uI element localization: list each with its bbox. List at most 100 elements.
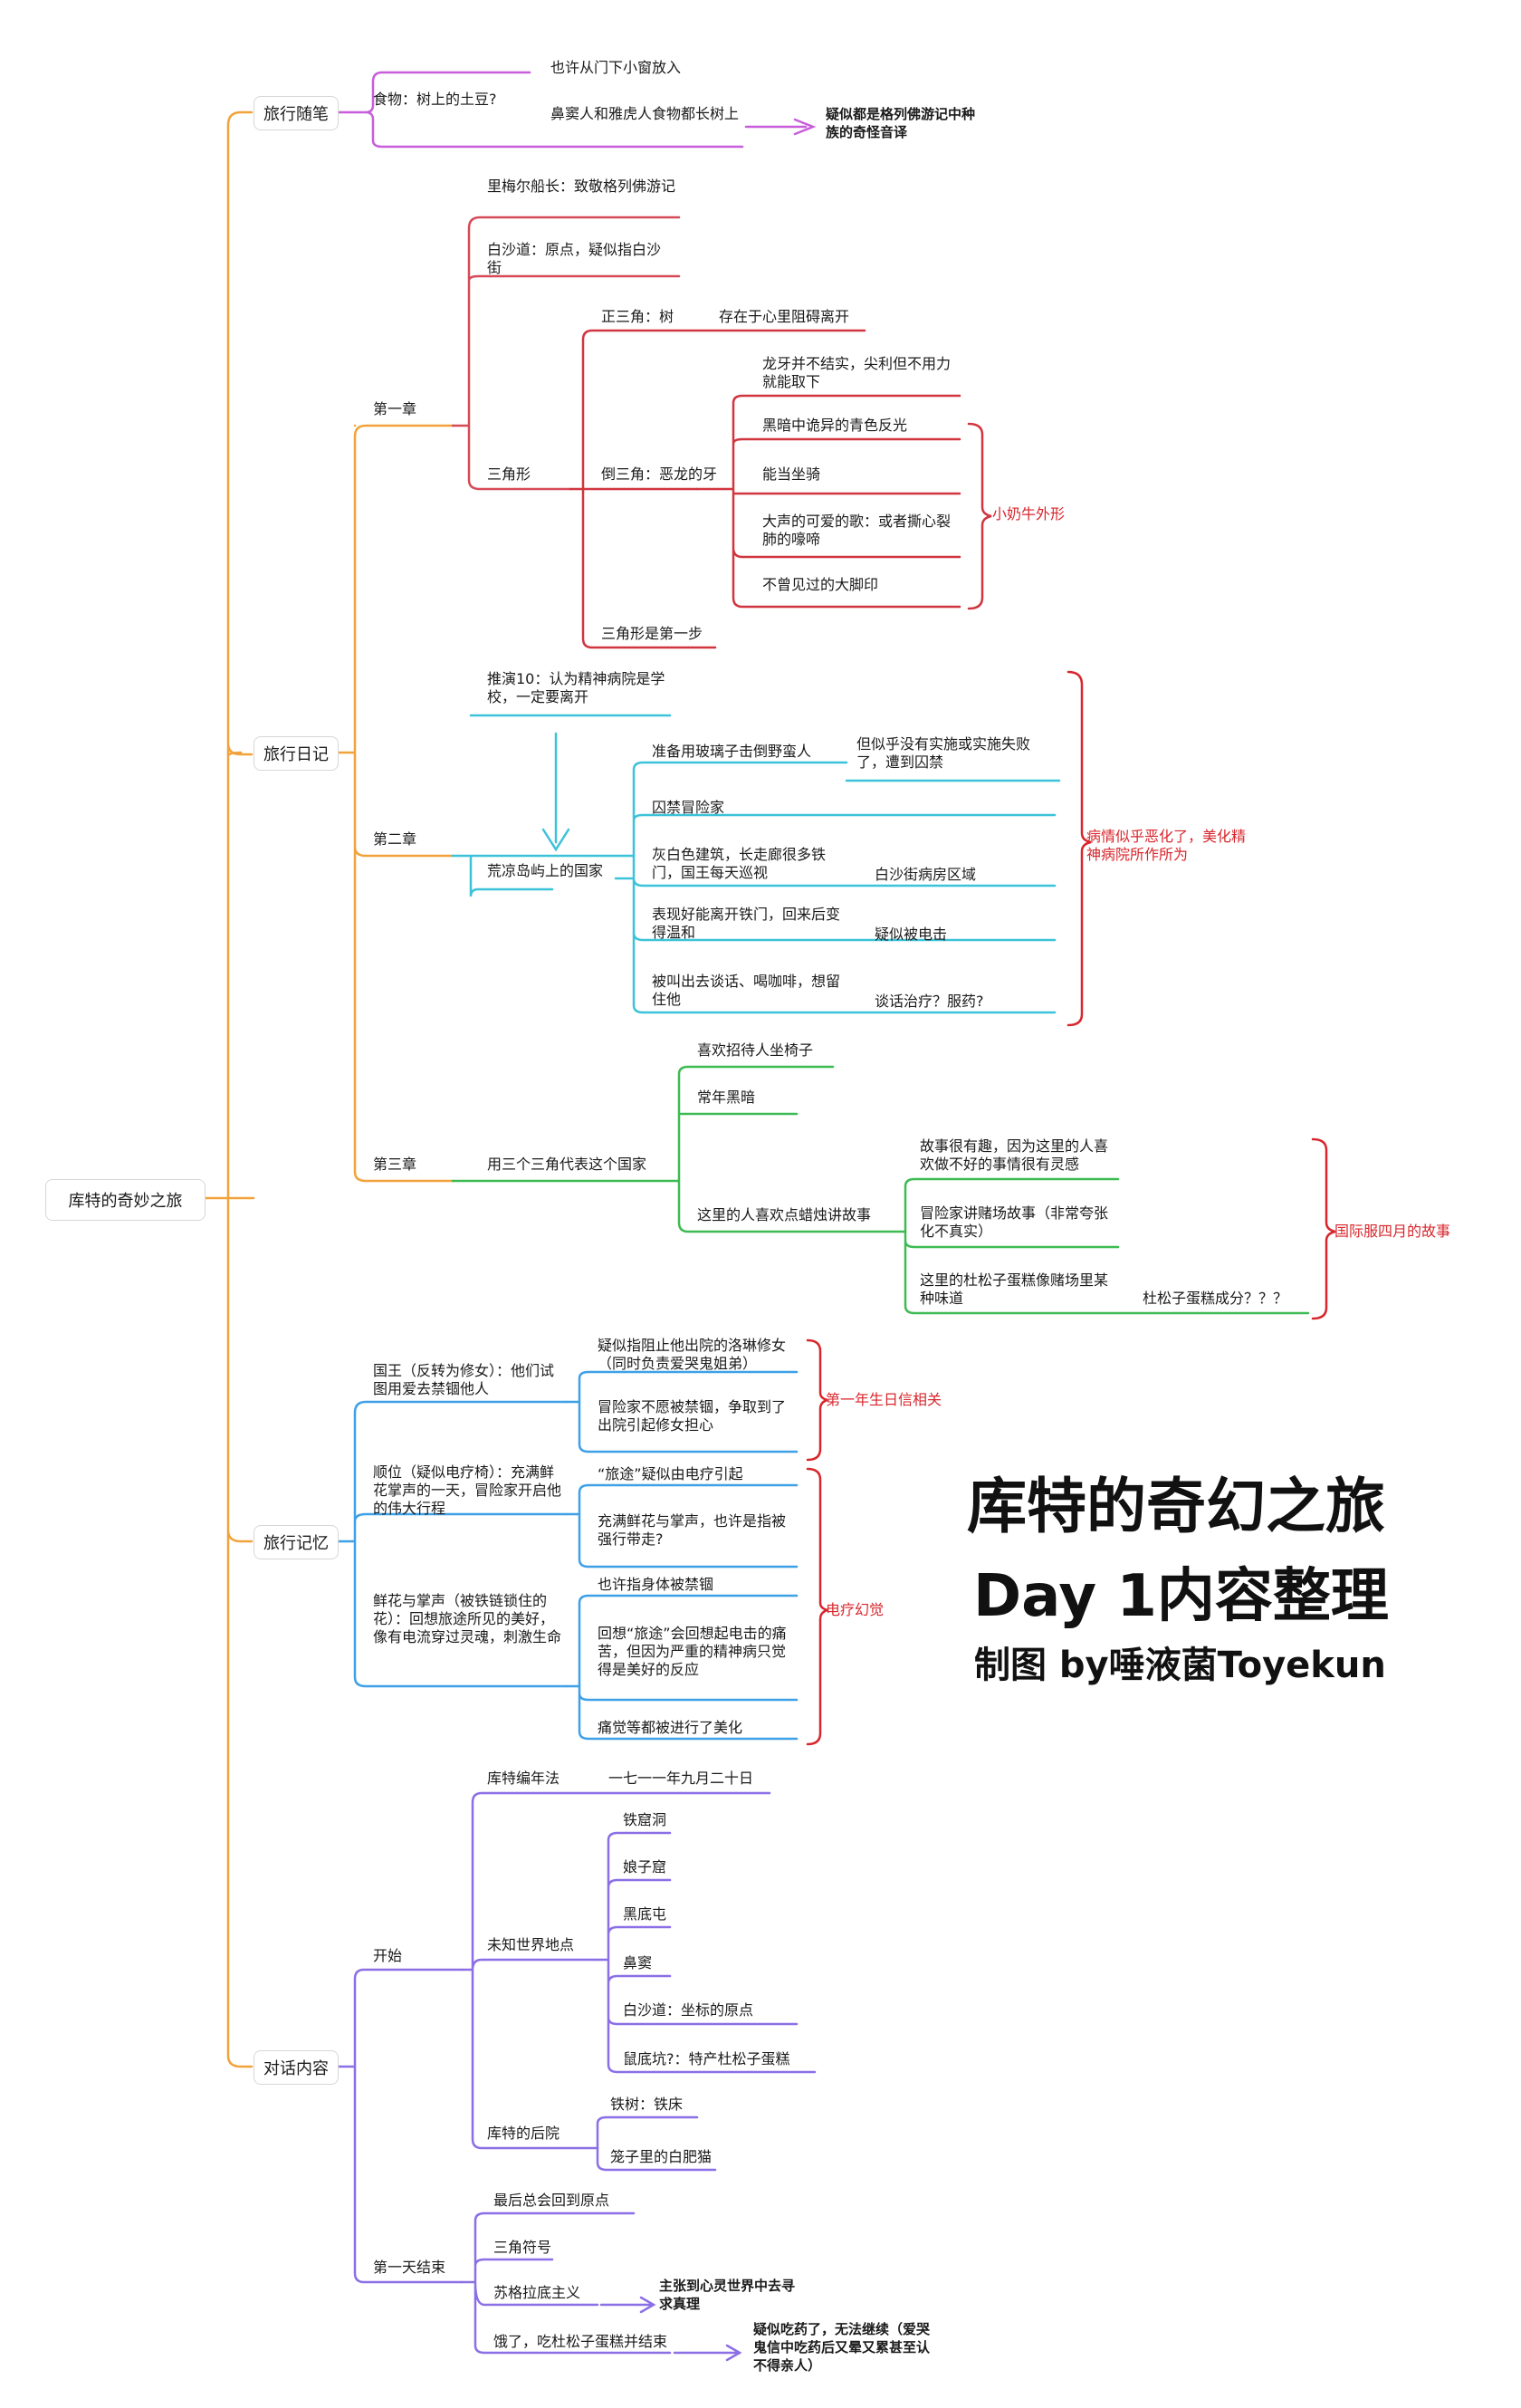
ch2-i1: 准备用玻璃子击倒野蛮人 — [652, 743, 812, 760]
b1-f1: 也许从门下小窗放入 — [550, 59, 682, 76]
ch1-n2: 黑暗中诡异的青色反光 — [762, 417, 908, 434]
b3-links — [335, 1400, 568, 1688]
ch2-note: 病情似乎恶化了，美化精神病院所作所为 — [1086, 828, 1247, 863]
b3-k: 国王（反转为修女）：他们试图用爱去禁锢他人 — [373, 1362, 555, 1397]
end-links — [460, 2211, 672, 2355]
ch3-s2: 冒险家讲赌场故事（非常夸张化不真实） — [920, 1204, 1109, 1240]
neg-links — [695, 394, 961, 609]
ch3-story — [904, 1177, 1310, 1315]
b4-e4n: 疑似吃药了，无法继续（爱哭鬼信中吃药后又晕又累甚至认不得亲人） — [753, 2321, 931, 2374]
start-links — [460, 1791, 771, 2150]
b2-links — [335, 424, 454, 1183]
b3-brace2 — [806, 1467, 828, 1746]
b4-e2: 三角符号 — [493, 2239, 552, 2256]
deduce-arrow — [541, 828, 570, 852]
ch1-links — [451, 216, 681, 491]
ch2-i2: 囚禁冒险家 — [652, 799, 725, 816]
ch2-i4: 表现好能离开铁门，回来后变得温和 — [652, 906, 841, 941]
b3-o1: “旅途”疑似由电疗引起 — [598, 1465, 743, 1482]
ch3-c1: 喜欢招待人坐椅子 — [697, 1041, 814, 1059]
ch3-links — [451, 1065, 907, 1233]
root-node[interactable]: 库特的奇妙之旅 — [45, 1179, 206, 1221]
title-line-3: 制图 by唾液菌Toyekun — [974, 1645, 1386, 1686]
b3-sub — [564, 1370, 799, 1741]
b3-k-note: 第一年生日信相关 — [826, 1391, 942, 1408]
ch3-c2: 常年黑暗 — [697, 1089, 756, 1106]
island-links — [614, 761, 1061, 1014]
b4-y2: 笼子里的白肥猫 — [610, 2148, 713, 2165]
ch2-island: 荒凉岛屿上的国家 — [487, 862, 604, 879]
ch2-deduce: 推演10：认为精神病院是学校，一定要离开 — [487, 670, 665, 705]
tri-links — [569, 329, 866, 649]
ch1-n4: 大声的可爱的歌：或者撕心裂肺的嚎啼 — [762, 513, 952, 548]
ch2-label: 第二章 — [373, 830, 417, 848]
b1-note: 疑似都是格列佛游记中种族的奇怪音译 — [826, 106, 976, 140]
b4-e3n: 主张到心灵世界中去寻求真理 — [659, 2278, 796, 2312]
b3-k2: 冒险家不愿被禁锢，争取到了出院引起修女担心 — [598, 1398, 787, 1434]
ch2-i3: 灰白色建筑，长走廊很多铁门，国王每天巡视 — [652, 846, 827, 881]
ch1-cow-note: 小奶牛外形 — [992, 505, 1066, 523]
ch1-tri: 三角形 — [487, 465, 531, 483]
b4-u6: 鼠底坑?：特产杜松子蛋糕 — [623, 2050, 790, 2067]
ch3-brace — [1311, 1137, 1336, 1320]
ch3-s3: 这里的杜松子蛋糕像赌场里某种味道 — [920, 1271, 1109, 1307]
ch1-b: 白沙道：原点，疑似指白沙街 — [487, 241, 662, 276]
unk-links — [596, 1831, 817, 2074]
b4-cal-v: 一七一一年九月二十日 — [608, 1770, 754, 1787]
b4-yard: 库特的后院 — [487, 2125, 560, 2142]
ch1-a: 里梅尔船长：致敬格列佛游记 — [487, 177, 676, 195]
ch1-neg: 倒三角：恶龙的牙 — [601, 465, 718, 483]
b3-f3: 痛觉等都被进行了美化 — [598, 1719, 743, 1736]
b3-brace1 — [806, 1338, 828, 1462]
b3-f1: 也许指身体被禁锢 — [598, 1576, 714, 1593]
ch3-s3n: 杜松子蛋糕成分？？？ — [1143, 1290, 1288, 1307]
branch-travel-diary[interactable]: 旅行日记 — [254, 736, 339, 771]
ch2-i5: 被叫出去谈话、喝咖啡，想留住他 — [652, 973, 841, 1008]
b3-note: 电疗幻觉 — [826, 1601, 885, 1618]
b4-links — [335, 1968, 464, 2284]
ch2-i3n: 白沙街病房区域 — [875, 866, 977, 883]
trunk-line — [226, 110, 255, 2068]
b4-cal: 库特编年法 — [487, 1770, 560, 1787]
b4-u3: 黑底屯 — [623, 1905, 667, 1923]
b1-arrow — [793, 118, 817, 136]
ch3-s1: 故事很有趣，因为这里的人喜欢做不好的事情很有灵感 — [920, 1137, 1109, 1173]
deduce-line — [469, 714, 672, 844]
b4-u1: 铁窟洞 — [623, 1811, 667, 1828]
ch1-step: 三角形是第一步 — [601, 625, 703, 642]
ch3-c3: 这里的人喜欢点蜡烛讲故事 — [697, 1206, 872, 1223]
ch1-pos-note: 存在于心里阻碍离开 — [719, 308, 850, 325]
ch2-links — [451, 854, 636, 897]
b4-start: 开始 — [373, 1947, 403, 1964]
ch2-i5n: 谈话治疗？服药? — [875, 993, 984, 1010]
e3-arrow — [599, 2296, 742, 2362]
ch3-main: 用三个三角代表这个国家 — [487, 1156, 647, 1173]
b4-e1: 最后总会回到原点 — [493, 2192, 610, 2209]
b1-food: 食物：树上的土豆? — [373, 91, 497, 108]
b3-o2: 充满鲜花与掌声，也许是指被强行带走? — [598, 1512, 787, 1548]
ch1-label: 第一章 — [373, 400, 417, 417]
ch1-pos: 正三角：树 — [601, 308, 674, 325]
b4-unk: 未知世界地点 — [487, 1936, 575, 1953]
b4-end: 第一天结束 — [373, 2259, 446, 2276]
branch-travel-notes[interactable]: 旅行随笔 — [254, 96, 339, 130]
branch-travel-memory[interactable]: 旅行记忆 — [254, 1525, 339, 1559]
b3-k1: 疑似指阻止他出院的洛琳修女（同时负责爱哭鬼姐弟） — [598, 1337, 787, 1372]
b4-u5: 白沙道：坐标的原点 — [623, 2001, 754, 2019]
b3-f2: 回想“旅途”会回想起电击的痛苦，但因为严重的精神病只觉得是美好的反应 — [598, 1625, 787, 1678]
b4-e3: 苏格拉底主义 — [493, 2284, 581, 2301]
b4-e4: 饿了，吃杜松子蛋糕并结束 — [493, 2333, 668, 2350]
b1-f2: 鼻窦人和雅虎人食物都长树上 — [550, 105, 740, 122]
title-line-1: 库特的奇幻之旅 — [967, 1472, 1385, 1541]
ch1-n5: 不曾见过的大脚印 — [762, 576, 879, 593]
b3-o: 顺位（疑似电疗椅）：充满鲜花掌声的一天，冒险家开启他的伟大行程 — [373, 1463, 562, 1517]
b4-u4: 鼻窦 — [623, 1954, 653, 1971]
cow-brace — [967, 422, 992, 610]
ch3-note: 国际服四月的故事 — [1334, 1223, 1451, 1240]
b4-u2: 娘子窟 — [623, 1858, 667, 1876]
ch2-brace — [1067, 670, 1092, 1027]
ch2-i4n: 疑似被电击 — [875, 926, 948, 943]
b3-f: 鲜花与掌声（被铁链锁住的花）：回想旅途所见的美好，像有电流穿过灵魂，刺激生命 — [373, 1592, 562, 1645]
branch-dialogue[interactable]: 对话内容 — [254, 2050, 339, 2085]
